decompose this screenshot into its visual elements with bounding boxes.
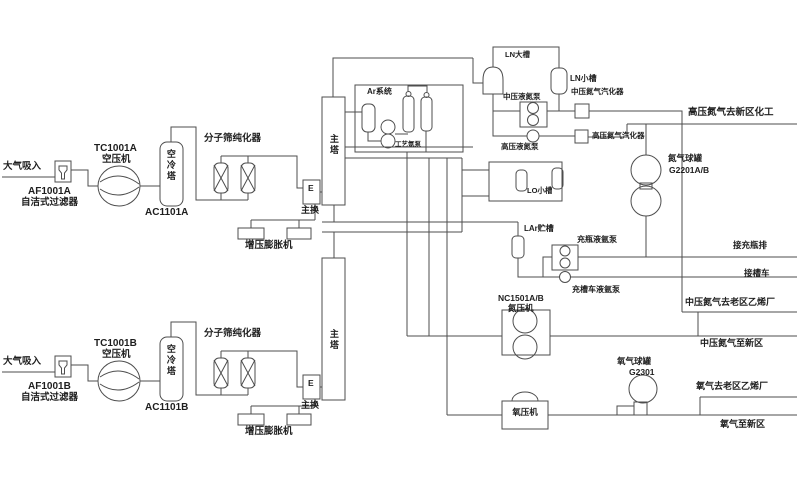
cooler-b-name: 空冷塔 — [165, 344, 176, 377]
hx-b-name: 主换 — [301, 400, 320, 410]
n2-ball-tank-label: 氮气球罐 — [668, 153, 703, 163]
to-tank-truck-label: 接槽车 — [744, 268, 770, 278]
n2-compressor-name: 氮压机 — [508, 303, 534, 313]
truck-filling-pump-label: 充槽车液氩泵 — [572, 285, 620, 294]
filter-b-name: 自洁式过滤器 — [21, 392, 79, 403]
filter-a-tag: AF1001A — [28, 186, 71, 197]
nitrogen-section-equipment — [482, 66, 797, 360]
hx-a-letter: E — [308, 183, 314, 193]
hp-vaporizer-label: 高压氮气汽化器 — [592, 131, 645, 140]
oxygen-section-equipment — [501, 374, 658, 430]
o2-to-new-area-label: 氧气至新区 — [720, 419, 766, 429]
filter-a-name: 自洁式过滤器 — [21, 197, 79, 208]
n2-compressor-tag: NC1501A/B — [498, 293, 544, 303]
to-bottle-row-label: 接充瓶排 — [733, 240, 768, 250]
hp-n2-to-new-area-label: 高压氮气去新区化工 — [688, 107, 774, 118]
cooler-b-tag: AC1101B — [145, 402, 189, 413]
compressor-b-name: 空压机 — [102, 349, 131, 360]
hp-liquid-pump-label: 高压液氮泵 — [501, 142, 539, 151]
compressor-b-tag: TC1001B — [94, 338, 137, 349]
o2-to-old-ethylene-label: 氧气去老区乙烯厂 — [696, 381, 769, 391]
argon-system-title: Ar系统 — [367, 87, 392, 96]
ln-big-tank-label: LN大槽 — [505, 50, 530, 59]
train-a-equipment — [2, 96, 346, 240]
air-intake-b-label: 大气吸入 — [3, 356, 42, 367]
compressor-a-name: 空压机 — [102, 154, 131, 165]
expander-a-label: 增压膨胀机 — [245, 240, 293, 251]
bottle-filling-pump-label: 充瓶液氩泵 — [577, 235, 617, 244]
column-b-label: 主塔 — [328, 329, 339, 351]
filter-b-tag: AF1001B — [28, 381, 71, 392]
n2-ball-tank-tag: G2201A/B — [669, 165, 710, 175]
hx-b-letter: E — [308, 378, 314, 388]
lo-small-tank-label: LO小槽 — [527, 186, 553, 195]
mp-vaporizer-label: 中压氮气汽化器 — [571, 87, 624, 96]
o2-ball-tank-label: 氧气球罐 — [617, 356, 652, 366]
mp-n2-to-old-ethylene-label: 中压氮气去老区乙烯厂 — [685, 297, 776, 307]
column-a-label: 主塔 — [328, 134, 339, 156]
mp-liquid-pump-label: 中压液氮泵 — [503, 92, 541, 101]
o2-compressor-label: 氧压机 — [512, 407, 538, 417]
lar-tank-label: LAr贮槽 — [524, 224, 554, 233]
air-intake-a-label: 大气吸入 — [3, 161, 42, 172]
purifier-b-label: 分子筛纯化器 — [204, 328, 262, 339]
expander-b-label: 增压膨胀机 — [245, 426, 293, 437]
purifier-a-label: 分子筛纯化器 — [204, 133, 262, 144]
interconnecting-lines — [322, 46, 797, 416]
process-argon-pump-label: 工艺氩泵 — [395, 141, 421, 148]
o2-ball-tank-tag: G2301 — [629, 367, 655, 377]
cooler-a-name: 空冷塔 — [165, 149, 176, 182]
ln-small-tank-label: LN小槽 — [570, 74, 597, 83]
mp-n2-to-new-area-label: 中压氮气至新区 — [700, 338, 764, 348]
compressor-a-tag: TC1001A — [94, 143, 137, 154]
cooler-a-tag: AC1101A — [145, 207, 189, 218]
hx-a-name: 主换 — [301, 205, 320, 215]
argon-system-equipment — [345, 84, 464, 153]
argon-liquid-equipment — [462, 161, 579, 283]
